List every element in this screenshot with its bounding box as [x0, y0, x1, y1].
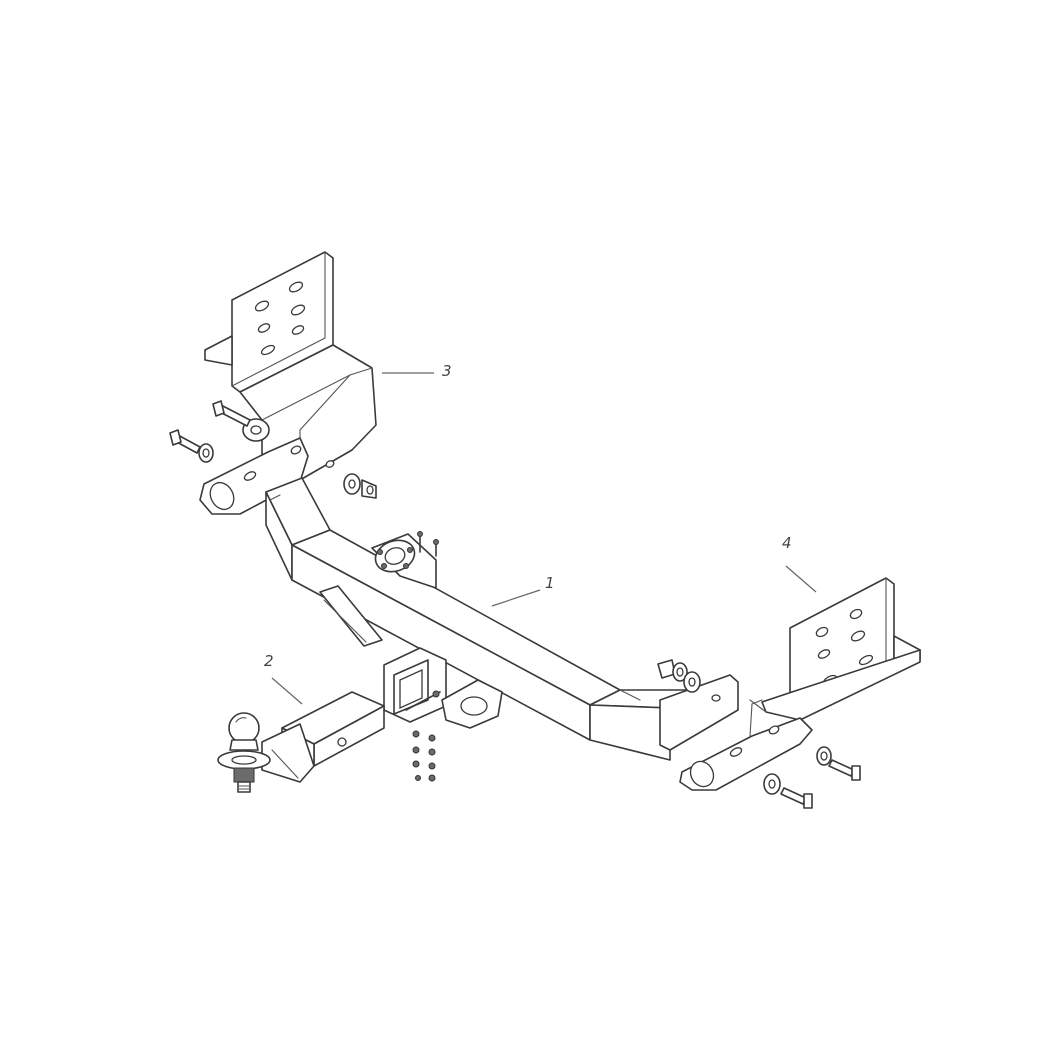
callout-label-3: 3 [442, 362, 452, 380]
callout-4: 4 [782, 534, 817, 593]
callout-label-4: 4 [782, 534, 792, 552]
right-mounting-bracket [679, 577, 921, 791]
ball-mount [217, 691, 385, 793]
callout-label-2: 2 [264, 652, 274, 670]
callout-1: 1 [491, 574, 555, 607]
left-bolt-upper [212, 400, 251, 427]
right-washer-nut [657, 659, 701, 693]
main-cross-beam [265, 477, 739, 761]
left-mounting-bracket [199, 251, 377, 515]
receiver-pin [405, 690, 441, 711]
left-washer-nut [343, 473, 377, 499]
right-bolt-lower [763, 773, 813, 809]
callout-3: 3 [382, 362, 452, 380]
left-bolt-lower [169, 429, 214, 463]
callout-label-1: 1 [545, 574, 555, 592]
right-bolt-upper [816, 746, 861, 781]
small-hardware [412, 730, 436, 782]
callout-2: 2 [264, 652, 303, 705]
